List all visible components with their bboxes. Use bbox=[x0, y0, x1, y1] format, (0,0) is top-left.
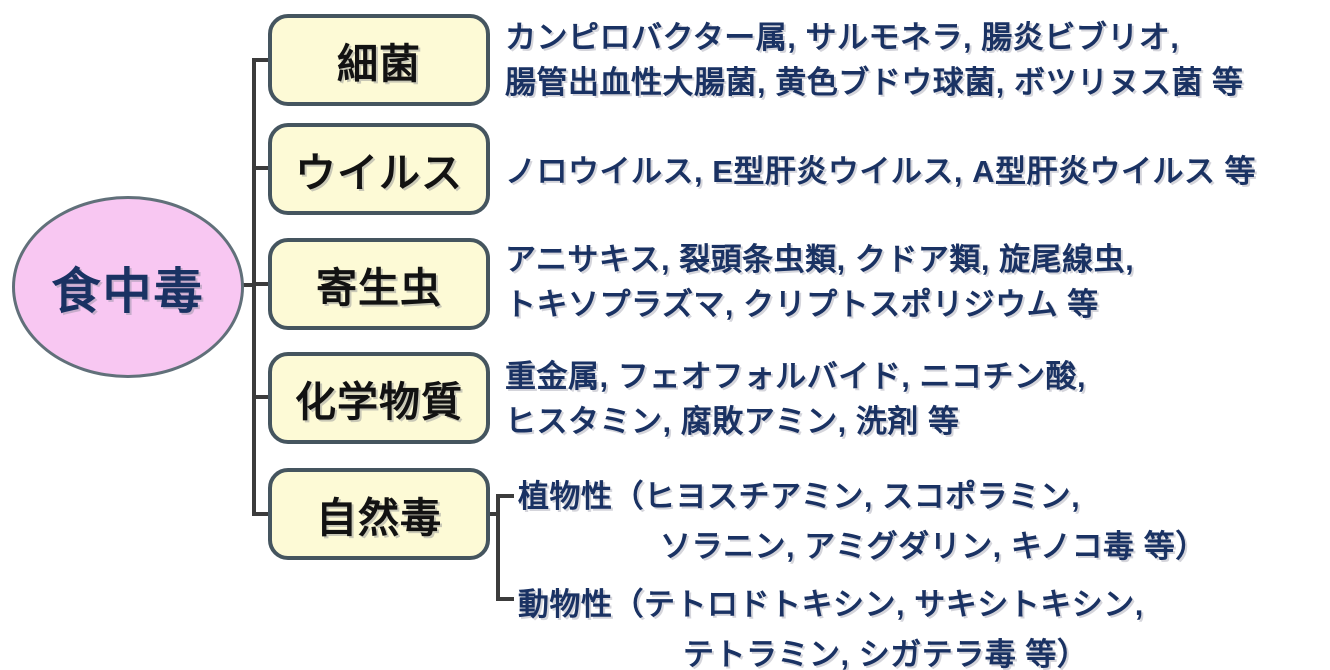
examples-bacteria-line1: カンピロバクター属, サルモネラ, 腸炎ビブリオ, bbox=[505, 20, 1180, 55]
examples-chemical: 重金属, フェオフォルバイド, ニコチン酸, ヒスタミン, 腐敗アミン, 洗剤 … bbox=[505, 354, 1086, 444]
connector-stub-parasite bbox=[254, 282, 270, 286]
category-box-parasite: 寄生虫 bbox=[268, 238, 490, 330]
connector-root-stub bbox=[240, 283, 256, 287]
examples-parasite-line2: トキソプラズマ, クリプトスポリジウム 等 bbox=[505, 287, 1099, 322]
connector-trunk bbox=[252, 58, 256, 516]
root-label: 食中毒 bbox=[51, 264, 205, 319]
examples-virus: ノロウイルス, E型肝炎ウイルス, A型肝炎ウイルス 等 bbox=[505, 149, 1256, 194]
category-label-virus: ウイルス bbox=[295, 150, 463, 196]
examples-plant-line2: ソラニン, アミグダリン, キノコ毒 等） bbox=[660, 529, 1207, 564]
examples-parasite-line1: アニサキス, 裂頭条虫類, クドア類, 旋尾線虫, bbox=[505, 242, 1135, 277]
category-box-bacteria: 細菌 bbox=[268, 14, 490, 106]
examples-bacteria: カンピロバクター属, サルモネラ, 腸炎ビブリオ, 腸管出血性大腸菌, 黄色ブド… bbox=[505, 15, 1244, 105]
category-box-natural-toxin: 自然毒 bbox=[268, 468, 490, 560]
examples-animal-line2: テトラミン, シガテラ毒 等） bbox=[683, 637, 1089, 670]
examples-parasite: アニサキス, 裂頭条虫類, クドア類, 旋尾線虫, トキソプラズマ, クリプトス… bbox=[505, 237, 1134, 327]
examples-natural-animal: 動物性（テトロドトキシン, サキシトキシン, テトラミン, シガテラ毒 等） bbox=[518, 580, 1144, 670]
examples-animal-line1: 動物性（テトロドトキシン, サキシトキシン, bbox=[518, 587, 1144, 622]
category-label-natural-toxin: 自然毒 bbox=[316, 495, 442, 541]
category-label-bacteria: 細菌 bbox=[337, 41, 421, 87]
category-label-parasite: 寄生虫 bbox=[316, 265, 442, 311]
connector-stub-plant bbox=[500, 494, 514, 498]
category-box-chemical: 化学物質 bbox=[268, 352, 490, 444]
examples-virus-line1: ノロウイルス, E型肝炎ウイルス, A型肝炎ウイルス 等 bbox=[505, 154, 1257, 189]
connector-natural-out bbox=[488, 512, 500, 516]
examples-plant-line1: 植物性（ヒヨスチアミン, スコポラミン, bbox=[518, 479, 1081, 514]
examples-chemical-line1: 重金属, フェオフォルバイド, ニコチン酸, bbox=[505, 359, 1087, 394]
connector-stub-virus bbox=[254, 166, 270, 170]
root-node-food-poisoning: 食中毒 bbox=[12, 196, 244, 378]
connector-natural-trunk bbox=[496, 494, 500, 601]
examples-bacteria-line2: 腸管出血性大腸菌, 黄色ブドウ球菌, ボツリヌス菌 等 bbox=[505, 65, 1244, 100]
connector-stub-bacteria bbox=[254, 58, 270, 62]
category-box-virus: ウイルス bbox=[268, 123, 490, 215]
examples-chemical-line2: ヒスタミン, 腐敗アミン, 洗剤 等 bbox=[505, 404, 960, 439]
connector-stub-natural bbox=[254, 512, 270, 516]
category-label-chemical: 化学物質 bbox=[295, 379, 463, 425]
examples-natural-plant: 植物性（ヒヨスチアミン, スコポラミン, ソラニン, アミグダリン, キノコ毒 … bbox=[518, 472, 1207, 572]
connector-stub-chemical bbox=[254, 395, 270, 399]
connector-stub-animal bbox=[500, 597, 514, 601]
